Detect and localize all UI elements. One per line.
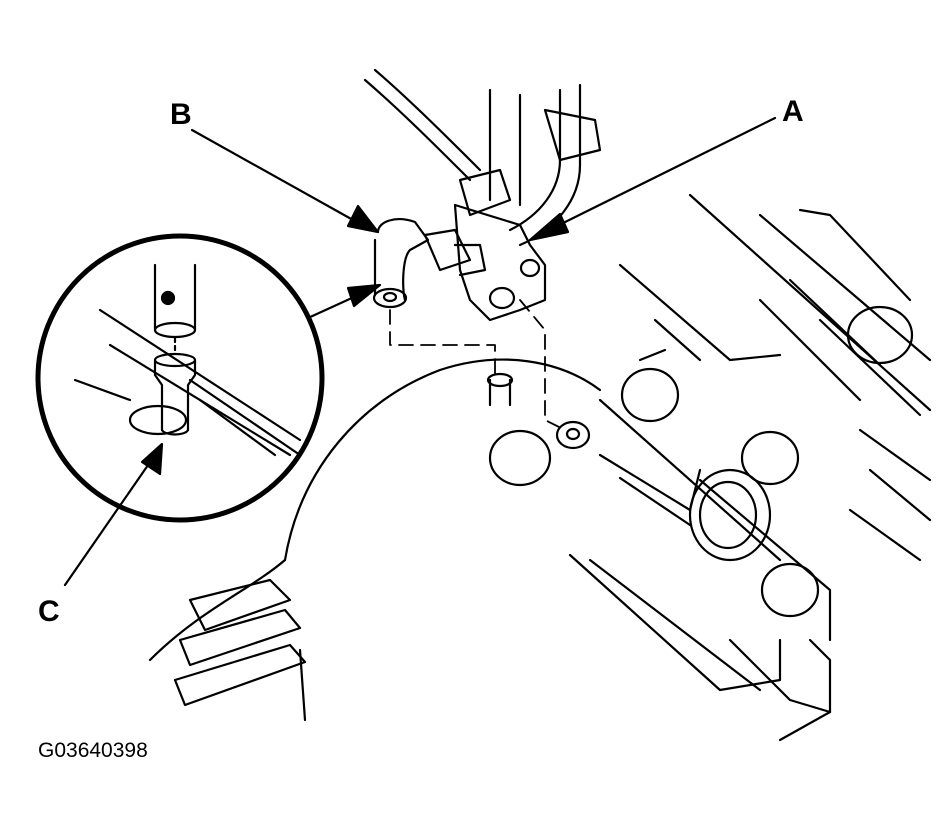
arrow-a	[543, 116, 777, 234]
engine-right-side	[488, 193, 932, 742]
engine-nipple	[486, 372, 514, 407]
leader-arrows	[63, 116, 777, 587]
grommet	[555, 420, 591, 450]
figure-id: G03640398	[38, 739, 148, 762]
arrow-b	[190, 128, 364, 227]
assembly-dashed-lines	[389, 299, 566, 431]
arrow-c	[63, 453, 157, 587]
callout-a: A	[782, 95, 804, 128]
engine-block-outline	[148, 358, 602, 722]
callout-b: B	[170, 98, 192, 131]
hose-bracket-assembly	[363, 68, 602, 322]
detail-inset	[35, 233, 325, 523]
hose-b-elbow	[372, 218, 430, 309]
callout-c: C	[38, 595, 60, 628]
